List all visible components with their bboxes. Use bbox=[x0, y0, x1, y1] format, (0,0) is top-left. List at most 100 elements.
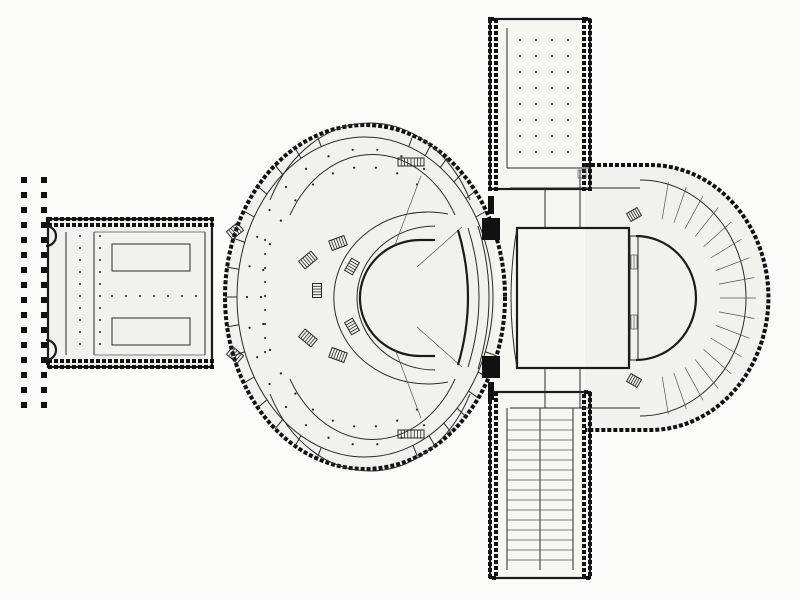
auditorium-dots bbox=[245, 148, 426, 446]
radial-partition bbox=[294, 147, 302, 159]
pillar-dot bbox=[567, 151, 569, 153]
stair bbox=[225, 221, 245, 241]
pillar-dot bbox=[245, 295, 249, 299]
stair bbox=[297, 250, 319, 270]
pillar-dot bbox=[153, 295, 155, 297]
stair-tread bbox=[230, 227, 238, 236]
pillar-dot bbox=[304, 424, 308, 427]
pillar-dot bbox=[181, 295, 183, 297]
pillar-dot bbox=[195, 295, 197, 297]
auditorium-partitions bbox=[225, 135, 497, 459]
column bbox=[41, 252, 47, 258]
radial-partition bbox=[715, 325, 750, 339]
column bbox=[21, 207, 27, 213]
stair-tread bbox=[304, 255, 312, 265]
radial-partition bbox=[233, 237, 245, 243]
stair bbox=[225, 345, 245, 365]
stair-tread bbox=[230, 350, 238, 359]
pillar-dot bbox=[262, 322, 265, 326]
radial-partition bbox=[274, 164, 284, 175]
radial-partition bbox=[316, 135, 322, 147]
radial-partition bbox=[673, 187, 687, 223]
radial-partition bbox=[718, 277, 755, 285]
stair-frame bbox=[343, 317, 361, 336]
column bbox=[41, 282, 47, 288]
pillar-dot bbox=[351, 148, 354, 151]
radial-partition bbox=[694, 359, 719, 389]
stair-tread bbox=[234, 353, 242, 362]
pillar-dot bbox=[567, 87, 569, 89]
pillar-dot bbox=[353, 425, 356, 428]
stair bbox=[397, 157, 425, 167]
pillar-dot bbox=[79, 295, 81, 297]
pillar-dot bbox=[351, 443, 354, 446]
entrance-hall-dots bbox=[79, 235, 197, 345]
stair-tread bbox=[348, 325, 357, 331]
rear-block-partitions bbox=[661, 181, 756, 415]
pillar-dot bbox=[99, 271, 101, 273]
stair-tread bbox=[234, 224, 242, 233]
column bbox=[21, 342, 27, 348]
column bbox=[41, 297, 47, 303]
stair-tread bbox=[345, 267, 354, 273]
column bbox=[21, 312, 27, 318]
pillar-dot bbox=[139, 295, 141, 297]
stair-tread bbox=[300, 259, 308, 268]
radial-partition bbox=[243, 210, 255, 218]
pillar-dot bbox=[264, 267, 266, 269]
pillar-dot bbox=[535, 87, 537, 89]
pillar-dot bbox=[519, 71, 521, 73]
column bbox=[21, 222, 27, 228]
pillar-dot bbox=[519, 87, 521, 89]
pillar-dot bbox=[264, 351, 266, 353]
pillar-dot bbox=[331, 419, 334, 422]
radial-partition bbox=[316, 447, 322, 459]
pillar-dot bbox=[284, 185, 288, 189]
stair-tread bbox=[232, 351, 240, 360]
pillar-dot bbox=[551, 103, 553, 105]
pillar-dot bbox=[264, 309, 266, 311]
radial-partition bbox=[684, 367, 704, 401]
pillar-dot bbox=[519, 103, 521, 105]
pillar-dot bbox=[374, 166, 377, 169]
column bbox=[41, 312, 47, 318]
pillar-dot bbox=[519, 135, 521, 137]
pillar-dot bbox=[519, 39, 521, 41]
pillar-dot bbox=[535, 135, 537, 137]
radial-spoke bbox=[416, 326, 463, 368]
stair-tread bbox=[330, 348, 336, 359]
portico-columns bbox=[21, 177, 47, 408]
radial-partition bbox=[684, 195, 704, 229]
stair-tread bbox=[345, 320, 354, 326]
pillar-dot bbox=[551, 151, 553, 153]
pillar-dot bbox=[99, 259, 101, 261]
column bbox=[41, 387, 47, 393]
auditorium-stairs bbox=[225, 157, 425, 439]
pillar-dot bbox=[551, 87, 553, 89]
pillar-dot bbox=[551, 119, 553, 121]
pillar-dot bbox=[79, 247, 81, 249]
pillar-dot bbox=[422, 424, 426, 427]
stair-tread bbox=[308, 252, 316, 261]
radial-partition bbox=[694, 207, 719, 237]
pillar-dot bbox=[567, 71, 569, 73]
stair bbox=[297, 328, 319, 348]
stair-tread bbox=[333, 349, 338, 359]
pillar-dot bbox=[264, 239, 266, 241]
pillar-dot bbox=[567, 119, 569, 121]
pillar-dot bbox=[311, 183, 315, 186]
pillar-dot bbox=[535, 119, 537, 121]
stair-tread bbox=[335, 238, 341, 248]
pillar-dot bbox=[248, 265, 251, 268]
pillar-dot bbox=[376, 148, 379, 151]
radial-partition bbox=[439, 157, 448, 168]
stair-tread bbox=[338, 237, 343, 247]
column bbox=[41, 342, 47, 348]
column bbox=[41, 192, 47, 198]
radial-spoke bbox=[394, 175, 422, 246]
radial-partition bbox=[661, 376, 669, 415]
stair-tread bbox=[232, 226, 240, 235]
pillar-dot bbox=[567, 103, 569, 105]
column bbox=[41, 327, 47, 333]
stair-tread bbox=[228, 348, 236, 357]
